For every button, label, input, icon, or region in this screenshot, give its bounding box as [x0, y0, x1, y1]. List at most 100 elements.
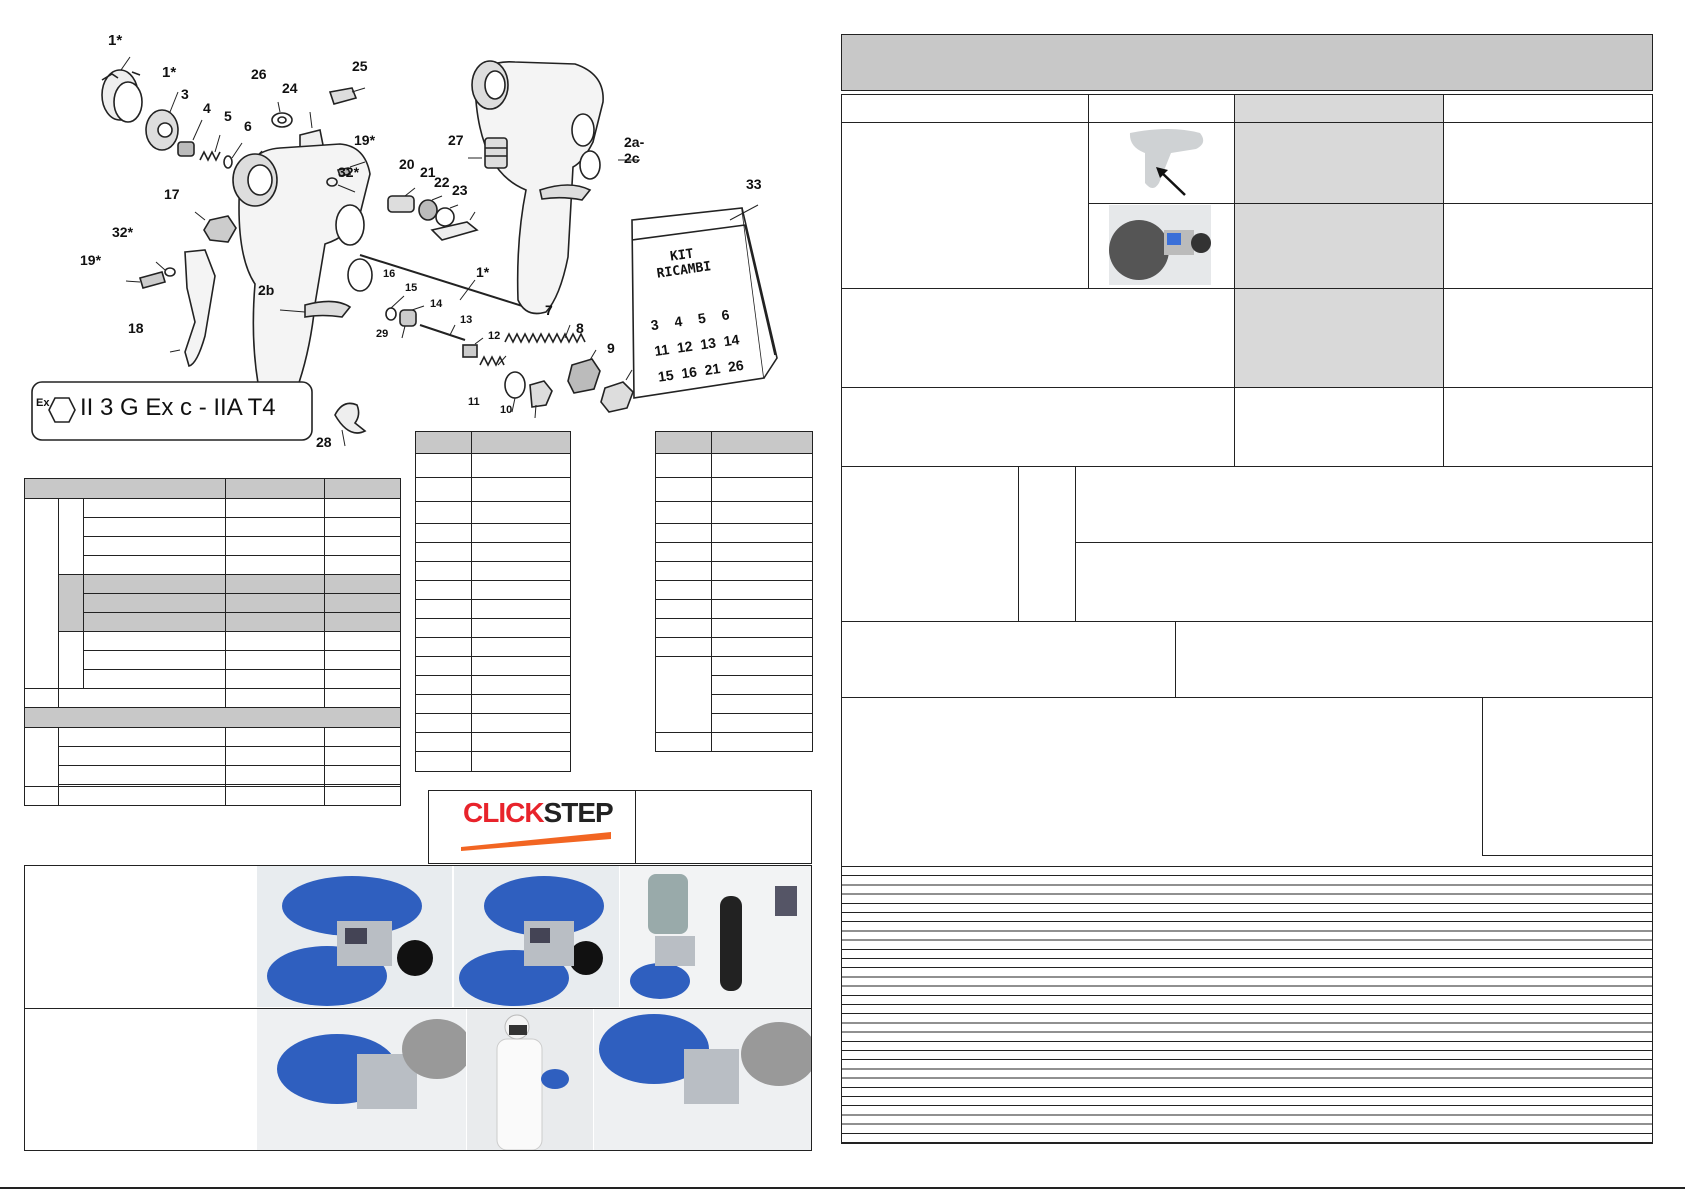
kit-part: 4: [673, 312, 684, 330]
ex-symbol: Ex: [36, 397, 50, 409]
cell-gray: [1235, 204, 1443, 288]
cell-gray: [1235, 289, 1443, 387]
callout-label: 10: [500, 404, 513, 416]
table-row: [415, 694, 571, 714]
table-row: [415, 453, 571, 478]
parts-list-table-1: [415, 431, 571, 772]
table-row: [415, 542, 571, 562]
callout-label: 6: [244, 118, 252, 134]
callout-label: 13: [460, 314, 473, 326]
table-row: [24, 688, 402, 708]
usage-photos-table: [24, 865, 812, 1151]
table-row: [415, 561, 571, 581]
callout-label: 7: [545, 302, 553, 318]
table-row: [25, 631, 402, 689]
kit-part: 13: [699, 334, 717, 353]
table-row: [415, 618, 571, 638]
table-row: [24, 786, 402, 806]
table-row: [415, 656, 571, 676]
info-table-2: [841, 466, 1653, 622]
table-row: [655, 523, 813, 543]
callout-label: 1*: [162, 64, 177, 81]
table-row: [415, 675, 571, 695]
callout-label: 24: [282, 80, 298, 96]
table-row: [655, 453, 813, 478]
specs-table: [23, 478, 402, 806]
divider: [635, 790, 636, 864]
table-row: [655, 542, 813, 562]
troubleshoot-table: [841, 94, 1653, 467]
info-table-3: [841, 621, 1653, 698]
callout-label: 8: [576, 320, 584, 336]
footer-rule: [0, 1187, 1685, 1189]
exploded-parts-diagram: [31, 56, 778, 447]
table-row: [415, 713, 571, 733]
table-row: [655, 637, 813, 657]
callout-label: 23: [452, 182, 468, 198]
kit-bag-parts: 3 4 5 6 11 12 13 14 15 16 21 26: [649, 300, 745, 389]
table-row: [655, 431, 813, 454]
callout-label: 1*: [108, 32, 123, 49]
table-row: [655, 732, 813, 752]
callout-label: 5: [224, 108, 232, 124]
logo-swoosh: [461, 832, 611, 851]
table-row: [655, 618, 813, 638]
kit-part: 6: [720, 306, 731, 324]
callout-label: 21: [420, 164, 436, 180]
page-title-band: [841, 34, 1653, 91]
callout-label: 12: [488, 330, 501, 342]
table-row: [655, 501, 813, 524]
table-row: [23, 478, 402, 499]
table-row: [25, 555, 402, 575]
callout-label: 28: [316, 434, 332, 450]
ruled-lines: [842, 866, 1652, 1143]
callout-label: 32*: [112, 224, 134, 240]
callout-label: 26: [251, 66, 267, 82]
callout-label: 19*: [354, 132, 376, 148]
table-row: [415, 732, 571, 752]
table-row: [655, 599, 813, 619]
logo-text-red: CLICK: [463, 797, 545, 828]
divider: [25, 1008, 811, 1009]
photo-needle-adjust: [1109, 205, 1211, 285]
callout-label: 11: [468, 396, 480, 408]
header-cell-gray: [1235, 95, 1443, 122]
table-row: [25, 746, 402, 766]
ex-hexagon-icon: [48, 397, 76, 423]
callout-label: 29: [376, 328, 389, 340]
table-row: [415, 751, 571, 772]
photo-spray-test: [620, 866, 811, 1007]
table-row: [415, 501, 571, 524]
notes-table: [841, 697, 1653, 1144]
callout-label: 20: [399, 156, 415, 172]
kit-part: 12: [675, 337, 694, 356]
table-row: [24, 498, 402, 689]
table-row: [24, 727, 402, 787]
callout-label: 27: [448, 132, 464, 148]
kit-part: 5: [696, 309, 707, 327]
callout-label: 25: [352, 58, 368, 74]
table-row: [415, 599, 571, 619]
table-row: [25, 536, 402, 556]
callout-label: 15: [405, 282, 418, 294]
callout-label: 33: [746, 176, 762, 192]
table-row: [24, 593, 402, 613]
table-row: [655, 477, 813, 502]
callout-label: 2b: [258, 282, 275, 298]
table-row: [415, 477, 571, 502]
table-row: [25, 650, 402, 670]
table-row: [23, 707, 402, 728]
callout-label: 16: [383, 268, 396, 280]
table-row: [25, 765, 402, 785]
table-row: [24, 574, 402, 632]
callout-label: 18: [128, 320, 144, 336]
atex-marking: II 3 G Ex c - IIA T4: [80, 394, 276, 421]
photo-adjust-1: [257, 866, 452, 1007]
photo-hold-gun: [257, 1009, 466, 1150]
table-row: [415, 431, 571, 454]
photo-adjust-2: [454, 866, 619, 1007]
kit-part: 14: [722, 331, 741, 350]
clickstep-box: CLICKSTEP: [428, 790, 812, 864]
callout-label: 2a-2c: [624, 134, 645, 166]
photo-gun-closeup: [594, 1009, 811, 1150]
